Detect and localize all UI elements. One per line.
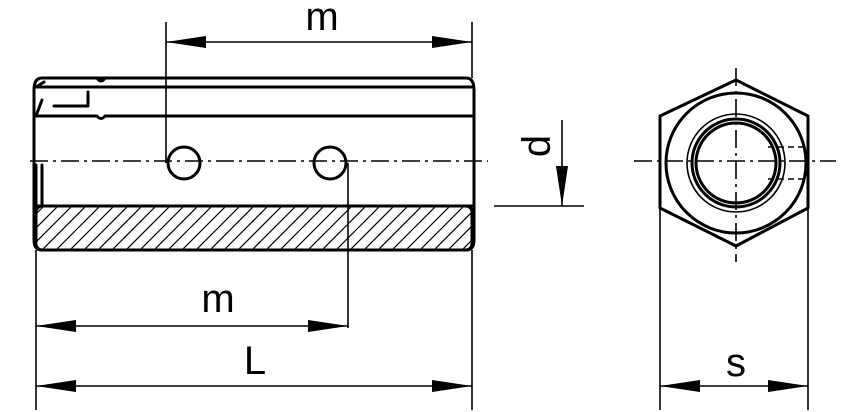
side-view (30, 76, 562, 252)
arrow-d (556, 166, 568, 206)
section-hatching (36, 206, 562, 250)
hatch-line (405, 206, 451, 250)
dim-label-s: s (726, 341, 746, 385)
hatch-line (377, 206, 423, 250)
dim-label-d: d (515, 135, 559, 157)
hatch-line (490, 206, 534, 250)
left-chamfer (34, 80, 46, 208)
cross-hole-1 (166, 145, 202, 181)
hatch-line (504, 206, 548, 250)
hatch-line (223, 206, 269, 250)
hatch-line (321, 206, 367, 250)
arrow-L-left (36, 380, 76, 392)
hex-flat-line-upper (34, 114, 474, 120)
surface-mark (52, 90, 90, 108)
hatch-line (391, 206, 437, 250)
hatch-line (518, 206, 562, 250)
hatch-line (167, 206, 213, 250)
hatch-line (195, 206, 241, 250)
hatch-line (125, 206, 171, 250)
hatch-line (251, 206, 297, 250)
hatch-line (279, 206, 325, 250)
hatch-line (265, 206, 311, 250)
dim-label-L: L (244, 339, 266, 383)
top-notch (95, 76, 107, 83)
arrow-m-top-left (166, 36, 206, 48)
hatch-line (335, 206, 381, 250)
end-view (634, 68, 836, 262)
hatch-line (461, 239, 472, 250)
hatch-line (83, 206, 129, 250)
cross-hole-2 (312, 145, 348, 181)
section-outline (34, 204, 474, 252)
hatch-line (209, 206, 255, 250)
body-outline (32, 76, 476, 252)
hatch-line (36, 206, 59, 229)
arrow-m-top-right (432, 36, 472, 48)
hatch-line (293, 206, 339, 250)
hatch-line (349, 206, 395, 250)
arrow-s-right (768, 380, 808, 392)
hatch-line (41, 206, 87, 250)
arrow-m-bottom-left (36, 320, 76, 332)
hatch-line (419, 206, 465, 250)
hatch-line (363, 206, 409, 250)
hatch-line (55, 206, 101, 250)
arrow-s-left (660, 380, 700, 392)
hatch-line (36, 206, 45, 215)
hatch-line (433, 211, 472, 250)
arrow-L-right (432, 380, 472, 392)
hatch-line (111, 206, 157, 250)
dim-label-m-bottom: m (201, 277, 234, 321)
hatch-line (447, 225, 472, 250)
dim-label-m-top: m (305, 0, 338, 39)
hatch-line (36, 206, 73, 243)
dimension-s: s (659, 208, 809, 410)
hatch-line (139, 206, 185, 250)
hatch-line (307, 206, 353, 250)
hatch-line (181, 206, 227, 250)
dimensions-side: m m L d (35, 0, 584, 410)
arrow-m-bottom-right (308, 320, 348, 332)
hatch-line (237, 206, 283, 250)
hatch-line (69, 206, 115, 250)
hatch-line (97, 206, 143, 250)
hatch-line (476, 206, 520, 250)
hatch-line (153, 206, 199, 250)
